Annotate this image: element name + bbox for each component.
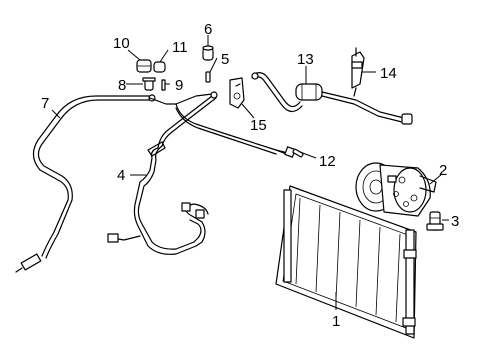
bracket [351,47,365,97]
callout-6: 6 [204,21,212,38]
clamp-bracket [229,77,245,109]
discharge-hose [15,94,156,273]
callout-1: 1 [332,313,340,330]
o-ring-seal [202,45,214,61]
callout-8: 8 [118,77,126,94]
callout-15: 15 [250,117,267,134]
suction-line [149,91,296,158]
compressor [355,162,437,217]
valve-pin [161,79,166,91]
callout-3: 3 [451,213,459,230]
callout-10: 10 [113,35,130,52]
liquid-line-hose [107,141,209,255]
leader-lines [51,35,449,310]
service-cap-large [136,59,152,73]
service-cap-small [153,61,166,73]
callout-4: 4 [117,167,125,184]
callout-14: 14 [380,65,397,82]
callout-9: 9 [175,77,183,94]
callout-11: 11 [172,39,188,56]
callout-labels: 1 2 3 4 5 6 7 8 9 10 11 12 13 14 15 [41,21,459,330]
muffler-line [251,72,413,125]
pressure-relief-valve [426,211,444,231]
callout-5: 5 [221,51,229,68]
valve-core [205,71,211,83]
callout-7: 7 [41,95,49,112]
callout-12: 12 [319,153,336,170]
service-valve [142,77,156,91]
callout-13: 13 [297,51,314,68]
callout-2: 2 [439,162,447,179]
condenser [275,185,417,339]
o-ring-small [292,148,304,158]
